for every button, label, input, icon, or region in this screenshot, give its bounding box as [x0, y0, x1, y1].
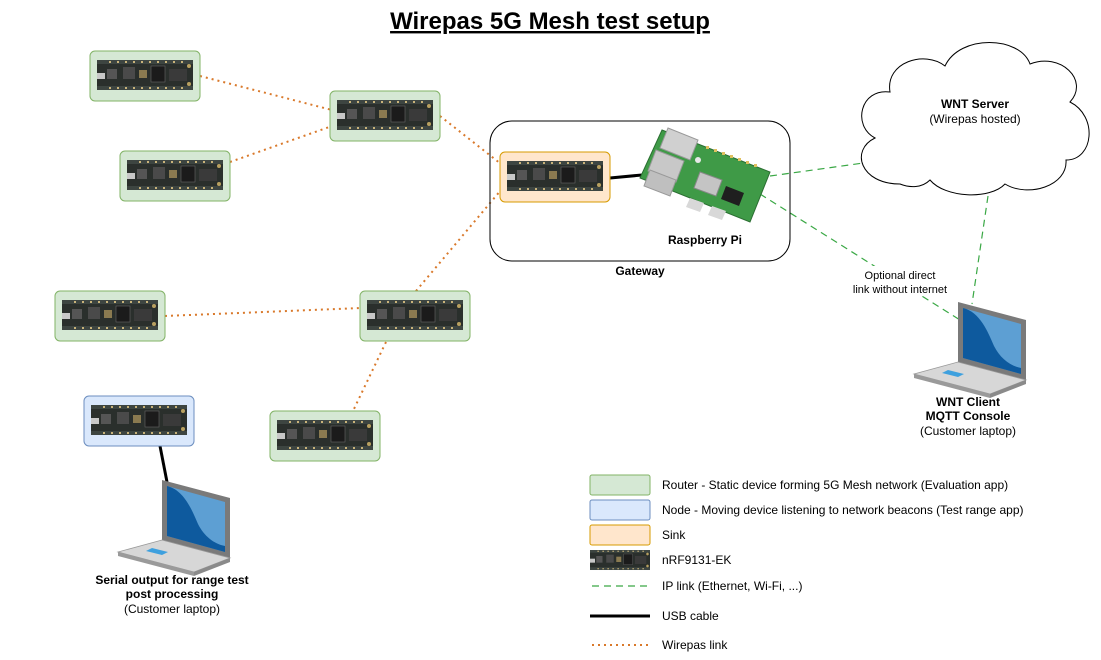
- gateway-label: Gateway: [615, 264, 665, 278]
- router-device: [329, 90, 441, 142]
- legend-board-swatch: [589, 549, 651, 571]
- wnt-server-cloud: [860, 42, 1090, 196]
- direct-link-label-line1: Optional direct: [865, 270, 936, 282]
- router-device: [359, 290, 471, 342]
- sink-device: [499, 151, 611, 203]
- legend-node-swatch: [589, 499, 651, 521]
- router-device: [89, 50, 201, 102]
- gateway-box: [489, 120, 791, 262]
- serial-output-line2: post processing: [126, 587, 219, 601]
- serial-output-laptop-image: [117, 479, 231, 577]
- diagram-title: Wirepas 5G Mesh test setup: [390, 8, 710, 35]
- legend-router-swatch: [589, 474, 651, 496]
- wnt-server-sub: (Wirepas hosted): [929, 112, 1020, 126]
- wnt-client-line3: (Customer laptop): [920, 424, 1016, 438]
- wnt-client-laptop-image: [913, 301, 1027, 399]
- legend: Router - Static device forming 5G Mesh n…: [589, 474, 1024, 652]
- wnt-server-name: WNT Server: [941, 97, 1009, 111]
- legend-board-label: nRF9131-EK: [662, 553, 731, 567]
- raspberry-pi-image: [639, 127, 771, 223]
- wnt-client-line1: WNT Client: [936, 395, 1000, 409]
- serial-output-line1: Serial output for range test: [95, 573, 248, 587]
- serial-output-line3: (Customer laptop): [124, 602, 220, 616]
- wirepas-links: [164, 75, 502, 412]
- legend-ip-link-label: IP link (Ethernet, Wi-Fi, ...): [662, 579, 802, 593]
- legend-sink-swatch: [589, 524, 651, 546]
- wnt-client-line2: MQTT Console: [926, 409, 1011, 423]
- usb-cable-sink-rpi: [609, 173, 643, 180]
- legend-sink-label: Sink: [662, 528, 686, 542]
- router-device: [54, 290, 166, 342]
- legend-node-label: Node - Moving device listening to networ…: [662, 503, 1024, 517]
- router-device: [119, 150, 231, 202]
- node-device: [83, 395, 195, 447]
- legend-wirepas-link-label: Wirepas link: [662, 638, 728, 652]
- direct-link-label-bg: [848, 266, 952, 296]
- router-device: [269, 410, 381, 462]
- usb-cable-node-laptop: [158, 445, 169, 483]
- direct-link-label-line2: link without internet: [853, 284, 947, 296]
- legend-router-label: Router - Static device forming 5G Mesh n…: [662, 478, 1008, 492]
- legend-usb-cable-label: USB cable: [662, 609, 719, 623]
- raspberry-pi-label: Raspberry Pi: [668, 233, 742, 247]
